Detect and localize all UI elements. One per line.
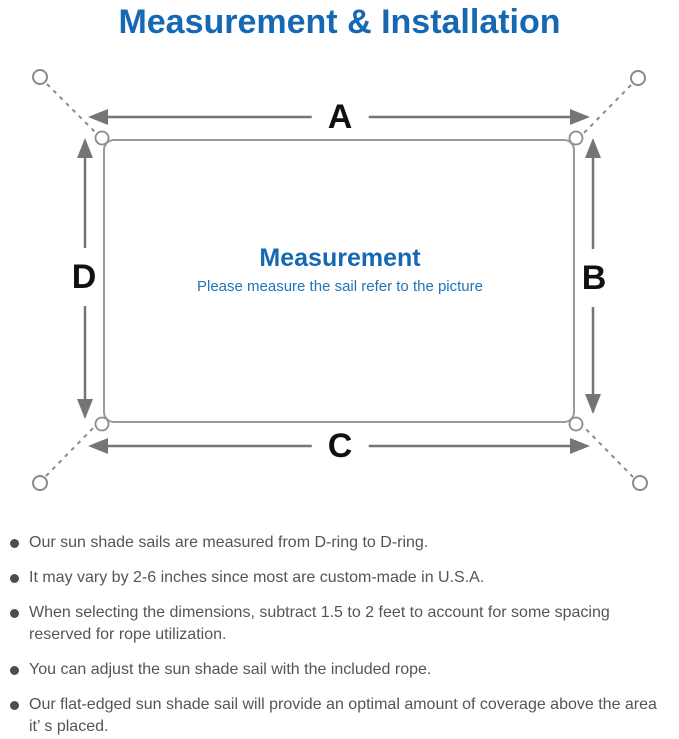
page-title: Measurement & Installation bbox=[118, 3, 561, 41]
arrow-b-down-head-icon bbox=[585, 394, 601, 414]
list-item-text: Our flat-edged sun shade sail will provi… bbox=[29, 696, 657, 735]
bullet-icon bbox=[10, 609, 19, 618]
rope-line-top-right bbox=[579, 84, 632, 138]
measurement-subtitle: Please measure the sail refer to the pic… bbox=[197, 278, 483, 295]
sail-outline bbox=[103, 139, 575, 423]
arrow-b-up-head-icon bbox=[585, 138, 601, 158]
bullet-icon bbox=[10, 539, 19, 548]
arrow-c-right-head-icon bbox=[570, 438, 590, 454]
sail-dring-top-right-icon bbox=[568, 130, 584, 146]
rope-line-top-left bbox=[46, 83, 101, 138]
rope-line-bottom-right bbox=[579, 422, 634, 478]
list-item: Our sun shade sails are measured from D-… bbox=[8, 532, 664, 554]
arrow-d-up-head-icon bbox=[77, 138, 93, 158]
measurement-heading: Measurement bbox=[259, 244, 421, 272]
arrow-a-left-head-icon bbox=[88, 109, 108, 125]
dimension-label-b: B bbox=[578, 249, 610, 307]
bullet-icon bbox=[10, 666, 19, 675]
dimension-label-a: A bbox=[311, 98, 369, 136]
bullet-icon bbox=[10, 701, 19, 710]
list-item-text: It may vary by 2-6 inches since most are… bbox=[29, 569, 485, 586]
list-item: Our flat-edged sun shade sail will provi… bbox=[8, 694, 664, 738]
measurement-note: Measurement Please measure the sail refe… bbox=[130, 243, 550, 296]
dimension-label-d: D bbox=[68, 248, 100, 306]
sail-dring-top-left-icon bbox=[94, 130, 110, 146]
arrow-c-left-head-icon bbox=[88, 438, 108, 454]
list-item-text: When selecting the dimensions, subtract … bbox=[29, 604, 610, 643]
list-item: It may vary by 2-6 inches since most are… bbox=[8, 567, 664, 589]
anchor-ring-bottom-right-icon bbox=[632, 475, 648, 491]
anchor-ring-top-right-icon bbox=[630, 70, 646, 86]
instruction-list: Our sun shade sails are measured from D-… bbox=[8, 532, 664, 739]
list-item-text: You can adjust the sun shade sail with t… bbox=[29, 661, 432, 678]
arrow-a-right-head-icon bbox=[570, 109, 590, 125]
list-item: You can adjust the sun shade sail with t… bbox=[8, 659, 664, 681]
bullet-icon bbox=[10, 574, 19, 583]
sail-dring-bottom-right-icon bbox=[568, 416, 584, 432]
arrow-d-down-head-icon bbox=[77, 399, 93, 419]
dimension-label-c: C bbox=[311, 427, 369, 465]
anchor-ring-bottom-left-icon bbox=[32, 475, 48, 491]
anchor-ring-top-left-icon bbox=[32, 69, 48, 85]
list-item-text: Our sun shade sails are measured from D-… bbox=[29, 534, 429, 551]
rope-line-bottom-left bbox=[45, 420, 101, 477]
sail-dring-bottom-left-icon bbox=[94, 416, 110, 432]
list-item: When selecting the dimensions, subtract … bbox=[8, 602, 664, 646]
